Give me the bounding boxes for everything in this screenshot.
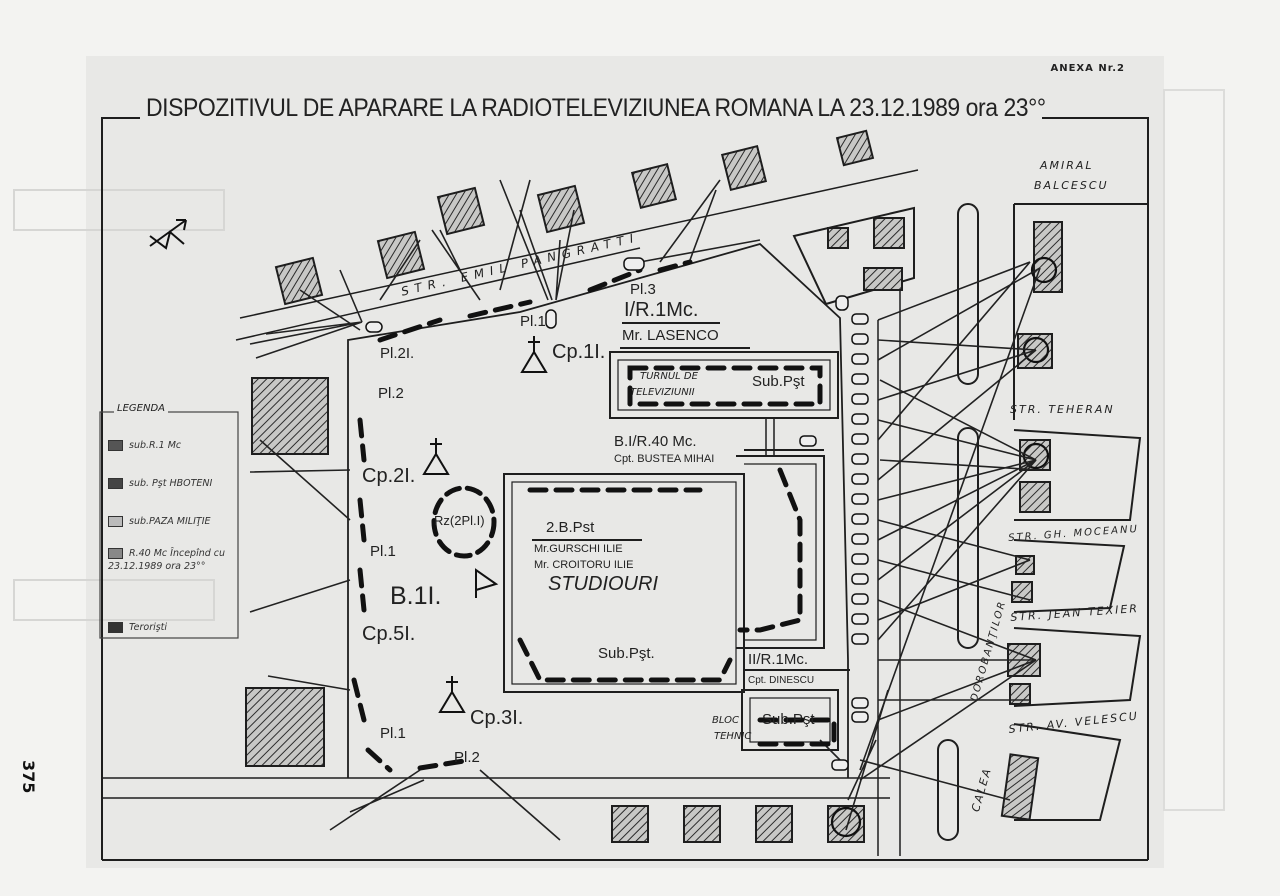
legend-item: sub.R.1 Mc	[108, 440, 181, 451]
building-label-studiouri: STUDIOURI	[548, 573, 658, 595]
platoon-label-pl2i: Pl.2I.	[380, 345, 415, 362]
sub-pst-studio: Sub.Pşt.	[598, 645, 655, 662]
bloc-label-2: TEHNIC	[714, 731, 752, 742]
tower-label-1: TURNUL DE	[640, 371, 698, 382]
platoon-label-pl2-left: Pl.2	[378, 385, 404, 402]
sub-pst-bloc: Sub.Pşt	[762, 711, 815, 728]
legend-item: sub.PAZA MILIŢIE	[108, 516, 211, 527]
annex-label: ANEXA Nr.2	[1050, 63, 1125, 74]
unit-label-croitoru: Mr. CROITORU ILIE	[534, 559, 634, 571]
company-label-cp1: Cp.1I.	[552, 341, 606, 363]
legend-swatch	[108, 622, 123, 633]
platoon-label-pl2-bottom: Pl.2	[454, 749, 480, 766]
legend-swatch	[108, 478, 123, 489]
unit-label-2bpst: 2.B.Pst	[546, 519, 595, 536]
platoon-label-pl3: Pl.3	[630, 281, 656, 298]
page-number: 375	[19, 760, 38, 794]
north-arrow-icon	[149, 219, 187, 250]
street-label-balcescu: BALCESCU	[1034, 179, 1109, 192]
legend-heading: LEGENDA	[114, 404, 168, 414]
unit-label-bustea: Cpt. BUSTEA MIHAI	[614, 453, 715, 465]
unit-label-r1mc-2: II/R.1Mc.	[748, 651, 809, 668]
legend-box	[99, 411, 239, 639]
unit-label-bi-r40: B.I/R.40 Mc.	[614, 433, 697, 450]
map-title: DISPOZITIVUL DE APARARE LA RADIOTELEVIZI…	[146, 94, 1046, 122]
sub-pst-tower: Sub.Pşt	[752, 373, 805, 390]
unit-label-dinescu: Cpt. DINESCU	[748, 675, 815, 686]
legend-item: sub. Pşt HBOTENI	[108, 478, 212, 489]
platoon-label-pl1-top: Pl.1	[520, 313, 546, 330]
platoon-label-pl1-bottom: Pl.1	[380, 725, 406, 742]
bloc-label-1: BLOC	[712, 715, 739, 726]
legend-swatch	[108, 548, 123, 559]
legend-swatch	[108, 516, 123, 527]
company-label-cp2: Cp.2I.	[362, 465, 416, 487]
company-label-cp5: Cp.5I.	[362, 623, 416, 645]
unit-label-gurschi: Mr.GURSCHI ILIE	[534, 543, 623, 555]
legend-item: Terorişti	[108, 622, 167, 633]
unit-label-lasenco: Mr. LASENCO	[622, 327, 719, 344]
street-label-amiral: AMIRAL	[1040, 159, 1094, 172]
tower-label-2: TELEVIZIUNII	[630, 387, 695, 398]
street-label-teheran: STR. TEHERAN	[1010, 403, 1115, 416]
unit-label-r1mc-1: I/R.1Mc.	[624, 299, 699, 321]
legend-item: R.40 Mc Începînd cu 23.12.1989 ora 23°°	[108, 548, 226, 572]
company-label-cp3: Cp.3I.	[470, 707, 524, 729]
legend-swatch	[108, 440, 123, 451]
reserve-label: Rz(2Pl.I)	[434, 513, 485, 528]
battalion-label-b1: B.1I.	[390, 582, 442, 610]
platoon-label-pl1-left: Pl.1	[370, 543, 396, 560]
